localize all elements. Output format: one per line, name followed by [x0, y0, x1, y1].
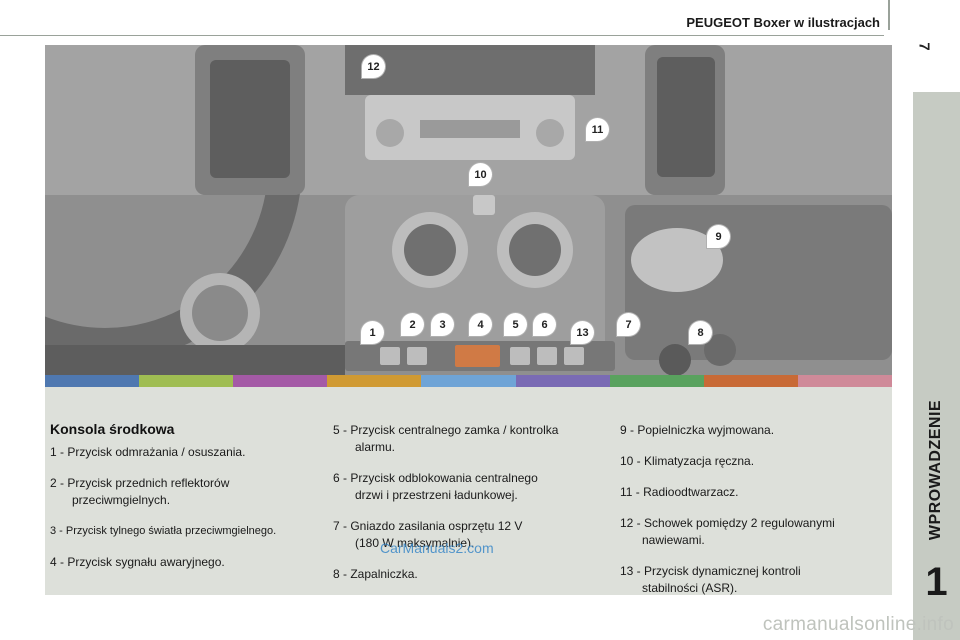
legend-text: 9 - Popielniczka wyjmowana.: [620, 423, 775, 437]
legend-text-cont: (180 W maksymalnie).: [355, 536, 475, 550]
legend-text-cont: drzwi i przestrzeni ładunkowej.: [355, 488, 518, 502]
color-strip: [45, 375, 892, 387]
chapter-sidebar: [913, 92, 960, 640]
legend-text: 3 - Przycisk tylnego światła przeciwmgie…: [50, 525, 277, 537]
callout-1: 1: [361, 321, 384, 344]
inline-watermark: CarManuals2.com: [380, 540, 494, 556]
callout-10: 10: [469, 163, 492, 186]
legend-item: 4 - Przycisk sygnału awaryjnego.: [50, 554, 330, 571]
color-segment: [139, 375, 234, 387]
legend-item: 10 - Klimatyzacja ręczna.: [620, 453, 890, 470]
legend-item: 7 - Gniazdo zasilania osprzętu 12 V (180 …: [333, 518, 613, 552]
callout-3: 3: [431, 313, 454, 336]
header-title: PEUGEOT Boxer w ilustracjach: [686, 15, 880, 30]
legend-item: 12 - Schowek pomiędzy 2 regulowanymi nawi…: [620, 515, 890, 549]
color-segment: [233, 375, 328, 387]
legend-item: 11 - Radioodtwarzacz.: [620, 484, 890, 501]
header-divider: [888, 0, 890, 30]
legend-text: 6 - Przycisk odblokowania centralnego: [333, 471, 538, 485]
legend-item: 2 - Przycisk przednich reflektorów przeci…: [50, 475, 330, 509]
legend-text: 13 - Przycisk dynamicznej kontroli: [620, 564, 801, 578]
legend-text: 10 - Klimatyzacja ręczna.: [620, 454, 755, 468]
legend-text: 12 - Schowek pomiędzy 2 regulowanymi: [620, 516, 835, 530]
color-segment: [609, 375, 704, 387]
footer-watermark: carmanualsonline.info: [762, 614, 954, 635]
chapter-title: WPROWADZENIE: [927, 399, 944, 541]
legend-item: 6 - Przycisk odblokowania centralnego drz…: [333, 470, 613, 504]
callout-5: 5: [504, 313, 527, 336]
color-segment: [797, 375, 892, 387]
legend-item: 13 - Przycisk dynamicznej kontroli stabil…: [620, 563, 890, 597]
color-segment: [421, 375, 516, 387]
legend-text: 2 - Przycisk przednich reflektorów: [50, 476, 230, 490]
legend-item: 5 - Przycisk centralnego zamka / kontrol…: [333, 422, 613, 456]
callout-6: 6: [533, 313, 556, 336]
legend-item: 3 - Przycisk tylnego światła przeciwmgie…: [50, 523, 330, 540]
legend-column-2: 5 - Przycisk centralnego zamka / kontrol…: [333, 422, 613, 597]
dashboard-illustration: 1 2 3 4 5 6 7 8 9 10 11 12 13: [45, 45, 892, 375]
color-segment: [703, 375, 798, 387]
header-rule: [0, 35, 884, 36]
callout-4: 4: [469, 313, 492, 336]
legend-text-cont: stabilności (ASR).: [642, 581, 738, 595]
legend-item: 1 - Przycisk odmrażania / osuszania.: [50, 444, 330, 461]
legend-text: 5 - Przycisk centralnego zamka / kontrol…: [333, 423, 559, 437]
callout-11: 11: [586, 118, 609, 141]
legend-item: 8 - Zapalniczka.: [333, 566, 613, 583]
legend-text-cont: alarmu.: [355, 440, 396, 454]
legend-text: 8 - Zapalniczka.: [333, 567, 418, 581]
legend-text-cont: przeciwmgielnych.: [72, 493, 171, 507]
legend-text: 11 - Radioodtwarzacz.: [620, 485, 739, 499]
callout-7: 7: [617, 313, 640, 336]
color-segment: [327, 375, 422, 387]
legend-text-cont: nawiewami.: [642, 533, 705, 547]
legend-text: 1 - Przycisk odmrażania / osuszania.: [50, 445, 246, 459]
legend-column-3: 9 - Popielniczka wyjmowana. 10 - Klimaty…: [620, 422, 890, 611]
legend-text: 4 - Przycisk sygnału awaryjnego.: [50, 555, 225, 569]
color-segment: [45, 375, 140, 387]
legend-column-1: 1 - Przycisk odmrażania / osuszania. 2 -…: [50, 444, 330, 585]
callout-2: 2: [401, 313, 424, 336]
legend-panel: [45, 387, 892, 595]
color-segment: [515, 375, 610, 387]
callout-13: 13: [571, 321, 594, 344]
callout-8: 8: [689, 321, 712, 344]
page-number: 7: [915, 42, 933, 51]
callout-9: 9: [707, 225, 730, 248]
legend-item: 9 - Popielniczka wyjmowana.: [620, 422, 890, 439]
callout-12: 12: [362, 55, 385, 78]
legend-text: 7 - Gniazdo zasilania osprzętu 12 V: [333, 519, 523, 533]
section-title: Konsola środkowa: [50, 421, 175, 437]
chapter-number: 1: [925, 560, 948, 604]
